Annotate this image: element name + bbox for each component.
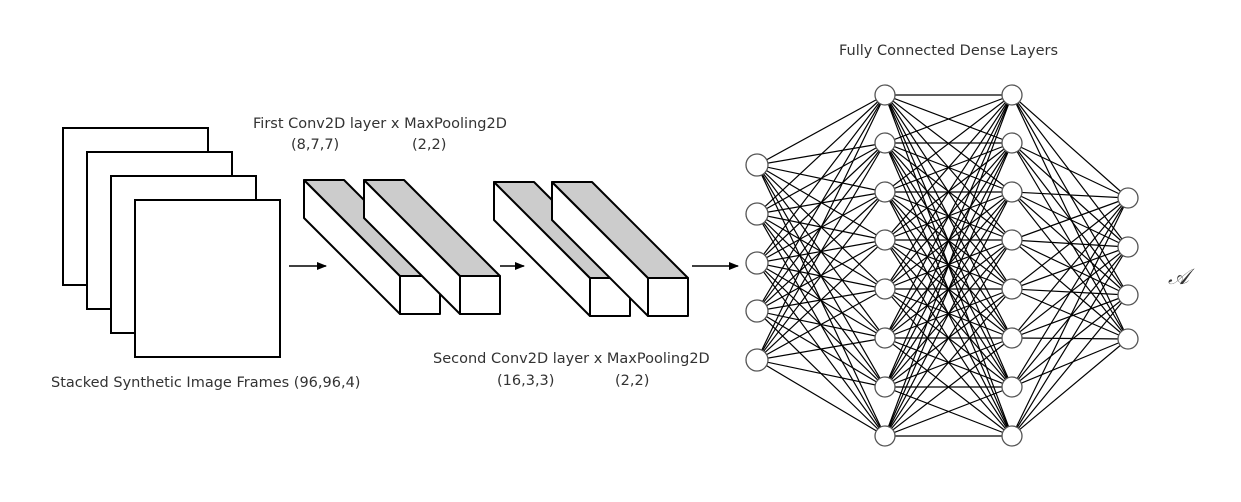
second-layer-label: Second Conv2D layer x MaxPooling2D bbox=[433, 351, 710, 367]
connection-edge bbox=[756, 239, 886, 361]
connection-edge bbox=[1011, 337, 1129, 340]
neuron-layer-2 bbox=[874, 181, 896, 203]
neuron-layer-3 bbox=[1001, 181, 1023, 203]
neuron-layer-2 bbox=[874, 229, 896, 251]
second-pool-shape: (2,2) bbox=[615, 373, 649, 389]
image-frame-4 bbox=[134, 199, 281, 358]
conv-pool-blocks bbox=[303, 179, 689, 317]
neuron-layer-4 bbox=[1117, 187, 1139, 209]
connection-edge bbox=[884, 239, 1013, 437]
connection-edge bbox=[1011, 239, 1129, 340]
connection-edge bbox=[756, 94, 886, 264]
connection-edge bbox=[1011, 338, 1129, 388]
neuron-layer-2 bbox=[874, 278, 896, 300]
connection-edge bbox=[756, 94, 886, 312]
dense-layers-title: Fully Connected Dense Layers bbox=[839, 43, 1058, 59]
neuron-layer-3 bbox=[1001, 278, 1023, 300]
connection-edge bbox=[756, 288, 886, 361]
connection-edge bbox=[1011, 338, 1129, 437]
neuron-layer-3 bbox=[1001, 132, 1023, 154]
connection-edge bbox=[884, 94, 1013, 241]
connection-edge bbox=[884, 337, 1013, 437]
stacked-image-frames bbox=[62, 127, 281, 358]
connection-edge bbox=[884, 386, 1013, 437]
first-layer-label: First Conv2D layer x MaxPooling2D bbox=[253, 116, 507, 132]
connection-edge bbox=[1011, 94, 1129, 340]
first-pool-shape: (2,2) bbox=[412, 137, 446, 153]
neuron-layer-3 bbox=[1001, 327, 1023, 349]
neuron-layer-4 bbox=[1117, 284, 1139, 306]
neuron-layer-2 bbox=[874, 425, 896, 447]
first-conv-shape: (8,7,7) bbox=[291, 137, 339, 153]
connection-edge bbox=[756, 359, 886, 388]
connection-edge bbox=[1011, 142, 1129, 199]
neuron-layer-2 bbox=[874, 376, 896, 398]
neuron-layer-1 bbox=[745, 299, 769, 323]
connection-edge bbox=[756, 94, 886, 166]
connection-edge bbox=[1011, 191, 1129, 340]
connection-edge bbox=[756, 337, 886, 361]
connection-edge bbox=[884, 94, 1013, 437]
neuron-layer-3 bbox=[1001, 425, 1023, 447]
connection-edge bbox=[1011, 197, 1129, 437]
connection-edge bbox=[884, 94, 1013, 193]
connection-edge bbox=[884, 94, 1013, 339]
pool2-block bbox=[551, 181, 689, 317]
connection-edge bbox=[884, 288, 1013, 437]
frames-label: Stacked Synthetic Image Frames (96,96,4) bbox=[51, 375, 360, 391]
connection-edge bbox=[1011, 197, 1129, 339]
connection-edge bbox=[1011, 197, 1129, 241]
connection-edge bbox=[1011, 191, 1129, 199]
connection-edge bbox=[1011, 246, 1129, 437]
neuron-layer-2 bbox=[874, 84, 896, 106]
connection-edge bbox=[756, 191, 886, 361]
connection-edge bbox=[1011, 197, 1129, 388]
connection-edge bbox=[884, 94, 1013, 144]
neuron-layer-3 bbox=[1001, 84, 1023, 106]
connection-edge bbox=[1011, 288, 1129, 340]
connection-edge bbox=[756, 142, 886, 361]
neuron-layer-2 bbox=[874, 132, 896, 154]
connection-edge bbox=[756, 359, 886, 437]
neuron-layer-3 bbox=[1001, 376, 1023, 398]
neuron-layer-4 bbox=[1117, 236, 1139, 258]
neuron-layer-2 bbox=[874, 327, 896, 349]
neuron-layer-3 bbox=[1001, 229, 1023, 251]
connection-edge bbox=[756, 94, 886, 215]
connection-edge bbox=[1011, 142, 1129, 340]
neuron-layer-1 bbox=[745, 251, 769, 275]
neuron-layer-1 bbox=[745, 202, 769, 226]
neuron-layer-1 bbox=[745, 348, 769, 372]
connection-edge bbox=[1011, 197, 1129, 290]
output-symbol: 𝒜 bbox=[1168, 265, 1195, 290]
neuron-layer-1 bbox=[745, 153, 769, 177]
dense-connections bbox=[756, 94, 1129, 437]
connection-edge bbox=[1011, 94, 1129, 199]
connection-edge bbox=[884, 94, 1013, 388]
connection-edge bbox=[884, 191, 1013, 437]
neuron-layer-4 bbox=[1117, 328, 1139, 350]
pool1-block bbox=[363, 179, 501, 315]
connection-edge bbox=[756, 94, 886, 361]
second-conv-shape: (16,3,3) bbox=[497, 373, 554, 389]
connection-edge bbox=[1011, 294, 1129, 437]
dense-neurons bbox=[745, 84, 1139, 447]
connection-edge bbox=[884, 142, 1013, 437]
connection-edge bbox=[884, 94, 1013, 290]
